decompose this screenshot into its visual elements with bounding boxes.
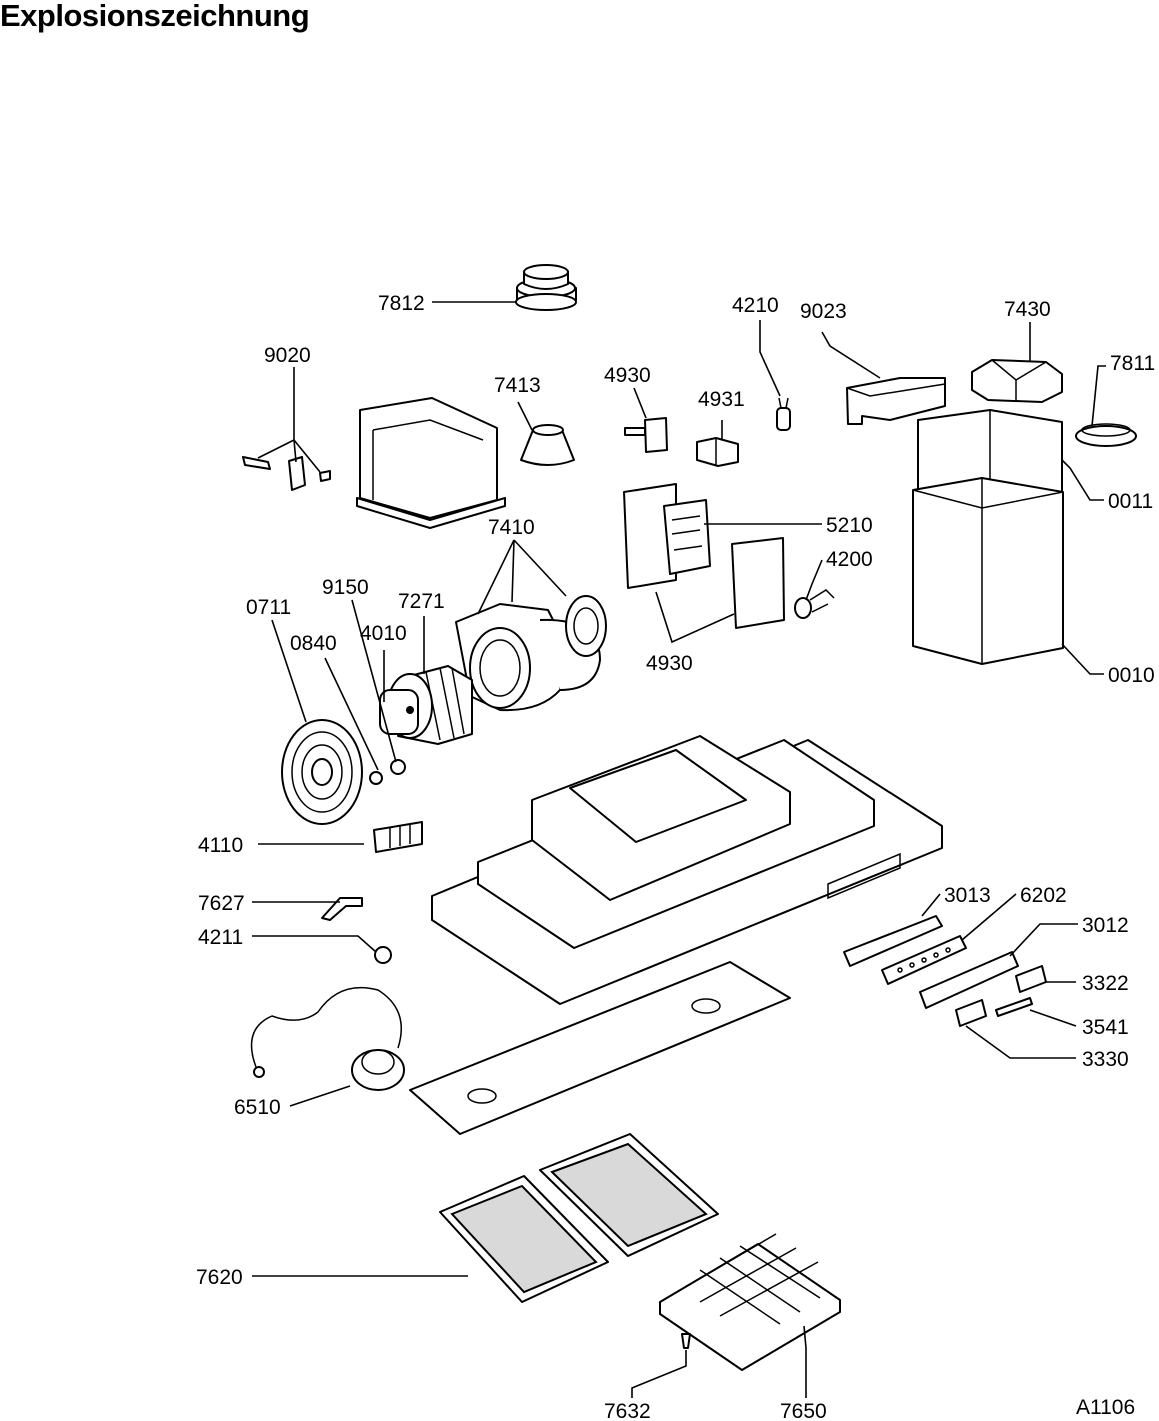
part-0010-lower-chimney[interactable] [912, 477, 1064, 665]
label-7410[interactable]: 7410 [488, 516, 535, 539]
label-0840[interactable]: 0840 [290, 632, 337, 655]
label-7632[interactable]: 7632 [604, 1400, 651, 1421]
label-4210[interactable]: 4210 [732, 294, 779, 317]
part-3330-switch[interactable] [955, 999, 987, 1027]
part-3541-slider[interactable] [995, 997, 1033, 1017]
part-6510-cable[interactable] [250, 986, 405, 1091]
part-4930-panel[interactable] [731, 537, 785, 629]
part-7620-grease-filters[interactable] [439, 1133, 719, 1303]
label-7812[interactable]: 7812 [378, 292, 425, 315]
part-housing-box[interactable] [356, 397, 506, 529]
part-grease-tray[interactable] [409, 961, 791, 1135]
label-5210[interactable]: 5210 [826, 514, 873, 537]
label-9150[interactable]: 9150 [322, 576, 369, 599]
label-4200[interactable]: 4200 [826, 548, 873, 571]
part-hood-body[interactable] [431, 735, 943, 1005]
label-3012[interactable]: 3012 [1082, 914, 1129, 937]
label-7627[interactable]: 7627 [198, 892, 245, 915]
label-7811[interactable]: 7811 [1110, 352, 1155, 375]
label-7271[interactable]: 7271 [398, 590, 445, 613]
label-6510[interactable]: 6510 [234, 1096, 281, 1119]
part-4200-lamp-holder[interactable] [794, 589, 835, 619]
drawing-code: A1106 [1076, 1396, 1135, 1419]
part-7410-blower-housing[interactable] [455, 595, 607, 712]
label-0010[interactable]: 0010 [1108, 664, 1155, 687]
part-4110-switch-module[interactable] [373, 821, 423, 853]
label-7650[interactable]: 7650 [780, 1400, 827, 1421]
part-0840-washer[interactable] [369, 771, 383, 785]
label-0011[interactable]: 0011 [1108, 490, 1153, 513]
part-7430-filter[interactable] [971, 359, 1063, 403]
label-4931[interactable]: 4931 [698, 388, 745, 411]
label-3541[interactable]: 3541 [1082, 1016, 1129, 1039]
part-6202-button-strip[interactable] [881, 935, 967, 985]
label-3330[interactable]: 3330 [1082, 1048, 1129, 1071]
label-4110[interactable]: 4110 [198, 834, 243, 857]
part-5210-control-board[interactable] [623, 483, 711, 589]
part-4931-connector[interactable] [696, 437, 739, 467]
label-4010[interactable]: 4010 [360, 622, 407, 645]
part-7627-clip[interactable] [321, 897, 363, 921]
part-3013-strip[interactable] [843, 915, 943, 967]
label-4930-top[interactable]: 4930 [604, 364, 651, 387]
part-7632-screw[interactable] [681, 1333, 691, 1349]
label-3322[interactable]: 3322 [1082, 972, 1129, 995]
label-7413[interactable]: 7413 [494, 374, 541, 397]
part-4211-cap[interactable] [374, 946, 392, 964]
label-3013[interactable]: 3013 [944, 884, 991, 907]
part-9020-bracket[interactable] [242, 456, 331, 491]
part-3012-panel[interactable] [919, 951, 1019, 1009]
part-9023-bracket[interactable] [846, 377, 946, 425]
part-4930-switch[interactable] [624, 417, 668, 453]
label-4930-bottom[interactable]: 4930 [646, 652, 693, 675]
part-7413-cone[interactable] [520, 424, 575, 466]
part-9150-nut[interactable] [390, 759, 406, 775]
part-number-labels: 7812 9020 7413 4930 4210 9023 7430 7811 … [196, 292, 1155, 1421]
part-7650-carbon-filter[interactable] [659, 1233, 841, 1371]
part-7811-ring[interactable] [1075, 423, 1137, 447]
page-title: Explosionszeichnung [0, 0, 310, 33]
part-4010-motor[interactable] [379, 689, 419, 735]
leader-lines [252, 301, 1106, 1398]
part-0711-fan-disc[interactable] [281, 719, 363, 825]
label-7430[interactable]: 7430 [1004, 298, 1051, 321]
label-7620[interactable]: 7620 [196, 1266, 243, 1289]
label-9020[interactable]: 9020 [264, 344, 311, 367]
part-7812-duct-collar[interactable] [515, 264, 577, 311]
label-6202[interactable]: 6202 [1020, 884, 1067, 907]
label-9023[interactable]: 9023 [800, 300, 847, 323]
part-4210-capacitor[interactable] [776, 397, 791, 431]
part-3322-switch[interactable] [1015, 965, 1047, 993]
label-0711[interactable]: 0711 [246, 596, 291, 619]
label-4211[interactable]: 4211 [198, 926, 243, 949]
